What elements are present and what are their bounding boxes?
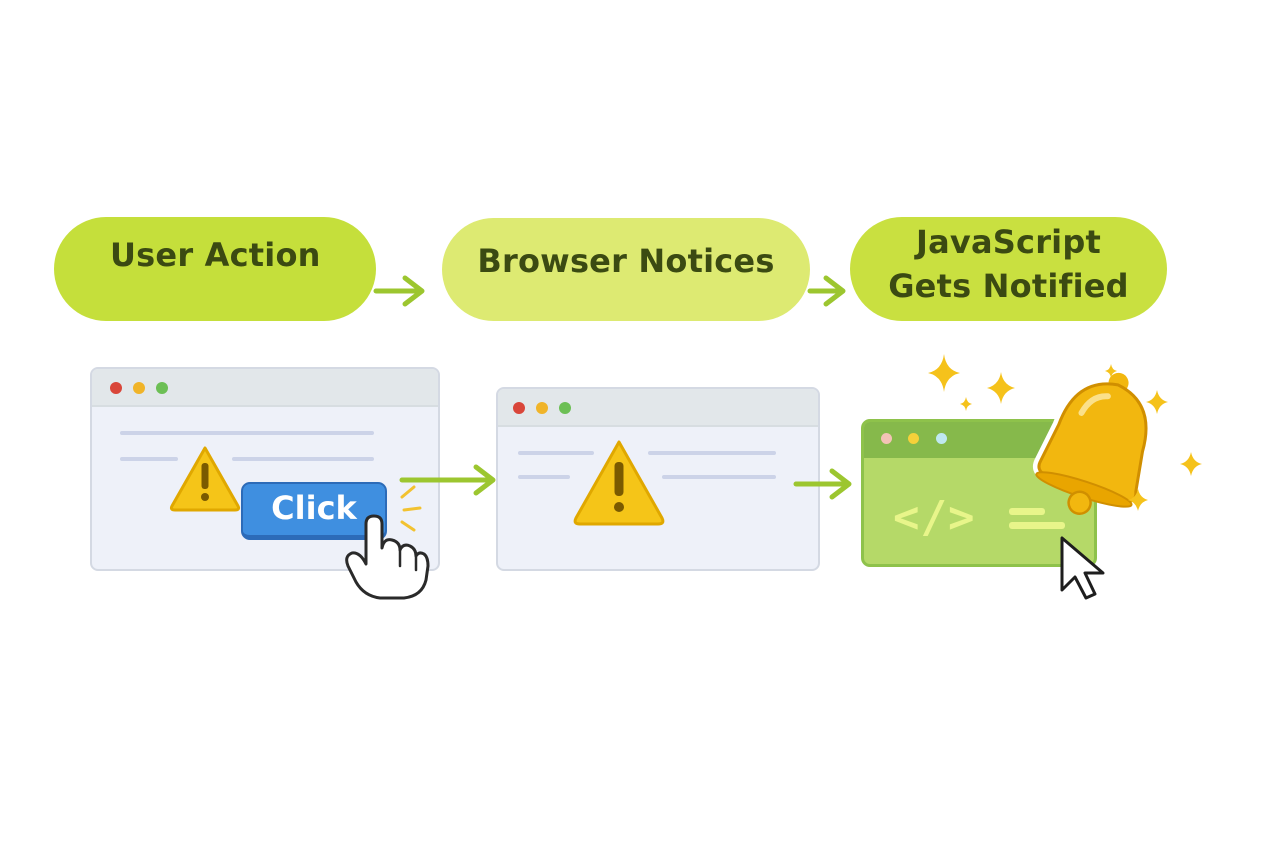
maximize-dot-icon: [156, 382, 168, 394]
step-javascript-label-line1: JavaScript: [916, 223, 1101, 261]
step-user-action: User Action: [54, 217, 376, 321]
minimize-dot-icon: [536, 402, 548, 414]
content-line: [518, 475, 570, 479]
close-dot-icon: [513, 402, 525, 414]
content-line: [662, 475, 776, 479]
content-line: [120, 457, 178, 461]
minimize-dot-icon: [133, 382, 145, 394]
code-tag-glyph: </>: [893, 492, 976, 543]
sparkle-icon: [1105, 364, 1117, 378]
code-equals-line: [1009, 508, 1045, 515]
content-line: [120, 431, 374, 435]
click-button[interactable]: Click: [241, 482, 387, 540]
browser-window-notices: [496, 387, 820, 571]
step-javascript-label-line2: Gets Notified: [888, 267, 1129, 305]
maximize-dot-icon: [559, 402, 571, 414]
step-browser-notices-label: Browser Notices: [477, 241, 775, 280]
sparkle-icon: [987, 372, 1015, 404]
sparkle-icon: [1128, 489, 1148, 511]
maximize-dot-icon: [936, 433, 947, 444]
window-title-bar: [92, 369, 438, 407]
warning-icon: [573, 440, 665, 526]
step-browser-notices: Browser Notices: [442, 218, 810, 321]
content-line: [232, 457, 374, 461]
hand-pointer-icon: [345, 514, 430, 600]
sparkle-icon: [928, 354, 960, 392]
content-line: [518, 451, 594, 455]
sparkle-icon: [960, 397, 972, 411]
content-line: [648, 451, 776, 455]
step-user-action-label: User Action: [110, 236, 321, 274]
mouse-cursor-icon: [1060, 536, 1105, 600]
click-burst-icon: [400, 485, 422, 532]
warning-icon: [169, 446, 241, 512]
sparkles: [928, 354, 1202, 511]
sparkle-icon: [1180, 452, 1202, 476]
sparkle-icon: [1146, 390, 1168, 414]
step-javascript-notified: JavaScript Gets Notified: [850, 217, 1167, 321]
close-dot-icon: [110, 382, 122, 394]
bell-icon: [1032, 366, 1152, 516]
close-dot-icon: [881, 433, 892, 444]
minimize-dot-icon: [908, 433, 919, 444]
window-title-bar: [498, 389, 818, 427]
code-equals-line: [1009, 522, 1065, 529]
